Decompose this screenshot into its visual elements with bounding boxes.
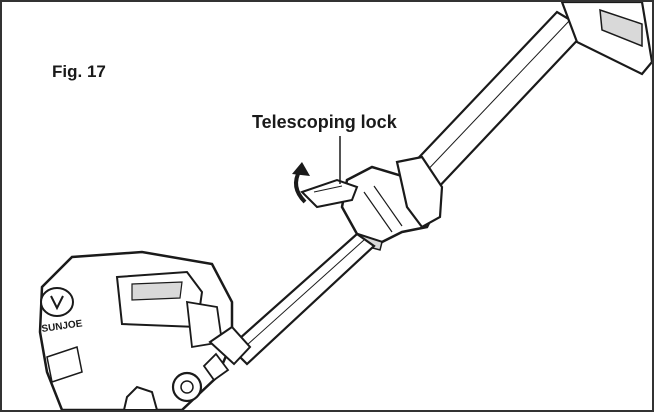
lower-shaft: [228, 232, 376, 366]
callout-label-telescoping-lock: Telescoping lock: [252, 112, 397, 132]
lock-lever: [300, 178, 359, 209]
handle-top-right: [560, 2, 652, 76]
figure-title: Fig. 17: [52, 62, 106, 81]
rotation-arrow-icon: [292, 162, 310, 204]
motor-housing: SUNJOE: [38, 250, 252, 410]
upper-shaft: [405, 10, 589, 194]
